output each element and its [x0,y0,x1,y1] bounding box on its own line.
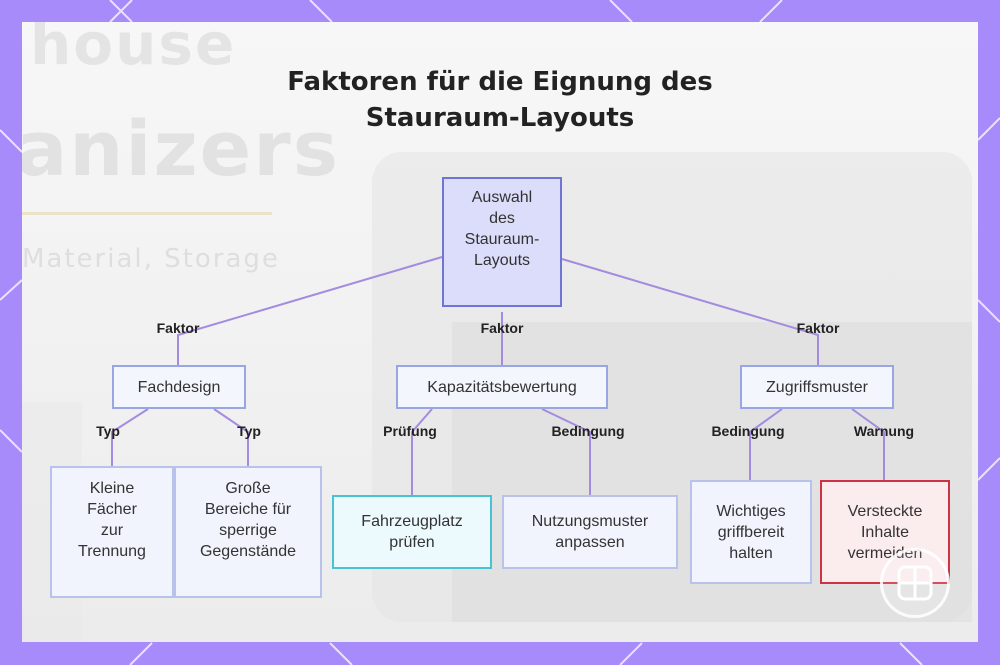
node-text: Zugriffsmuster [766,377,868,398]
node-text: Versteckte [848,501,923,522]
edge-label: Faktor [157,320,200,336]
edge-label: Bedingung [711,423,784,439]
node-text: sperrige [200,520,296,541]
node-text: des [465,208,540,229]
node-text: Kleine [78,478,146,499]
node-text: Nutzungsmuster [532,511,649,532]
node-text: Auswahl [465,187,540,208]
node-text: anpassen [532,532,649,553]
diagram-card: house anizers Material, Storage Faktoren… [22,22,978,642]
edge-label: Prüfung [383,423,437,439]
edge-label: Typ [96,423,120,439]
node-text: halten [716,543,785,564]
edge-label: Bedingung [551,423,624,439]
node-text: zur [78,520,146,541]
node-text: prüfen [361,532,462,553]
factor-node-kapazitaet: Kapazitätsbewertung [396,365,608,409]
node-text: Fachdesign [138,377,221,398]
node-text: Fahrzeugplatz [361,511,462,532]
node-text: Fächer [78,499,146,520]
node-text: Trennung [78,541,146,562]
brand-logo-icon [880,548,950,618]
node-text: Gegenstände [200,541,296,562]
root-node: Auswahl des Stauraum- Layouts [442,177,562,307]
node-text: Kapazitätsbewertung [427,377,576,398]
node-text: Inhalte [848,522,923,543]
node-text: Wichtiges [716,501,785,522]
leaf-node: Nutzungsmuster anpassen [502,495,678,569]
leaf-node: Kleine Fächer zur Trennung [50,466,174,598]
node-text: Bereiche für [200,499,296,520]
edge-label: Warnung [854,423,914,439]
edge-label: Typ [237,423,261,439]
factor-node-zugriff: Zugriffsmuster [740,365,894,409]
leaf-node: Fahrzeugplatz prüfen [332,495,492,569]
edge-label: Faktor [481,320,524,336]
factor-node-fachdesign: Fachdesign [112,365,246,409]
leaf-node: Wichtiges griffbereit halten [690,480,812,584]
leaf-node: Große Bereiche für sperrige Gegenstände [174,466,322,598]
node-text: Layouts [465,250,540,271]
node-text: Stauraum- [465,229,540,250]
edge-label: Faktor [797,320,840,336]
node-text: Große [200,478,296,499]
node-text: griffbereit [716,522,785,543]
